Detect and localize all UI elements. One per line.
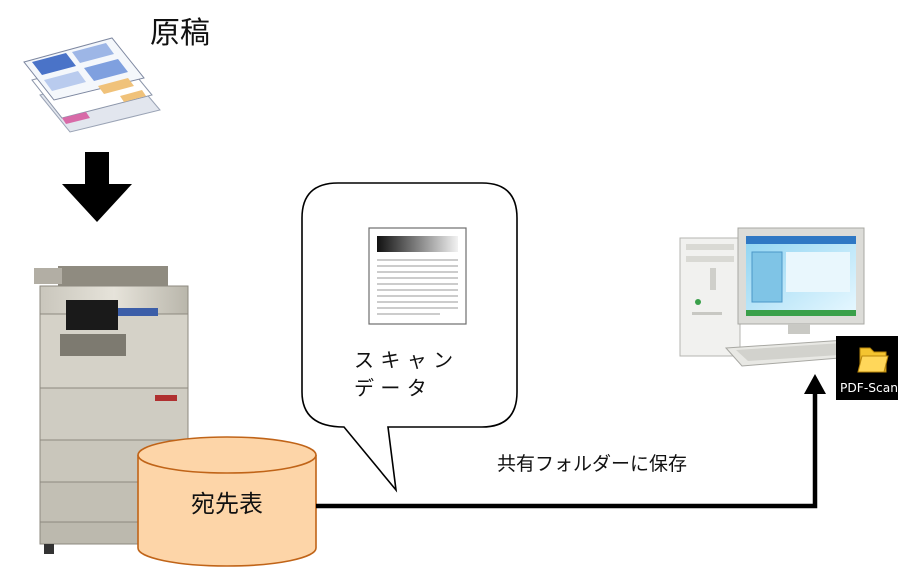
shared-folder-label: PDF-Scan — [840, 381, 898, 395]
save-to-shared-folder-label: 共有フォルダーに保存 — [497, 453, 687, 475]
original-label: 原稿 — [150, 16, 210, 51]
destination-table-cylinder — [137, 436, 317, 567]
up-arrow-icon — [804, 374, 826, 394]
save-connection-line — [316, 392, 818, 509]
scan-data-label-line2: デ ー タ — [354, 376, 427, 400]
original-document-icon — [23, 37, 161, 133]
desktop-pc-icon — [679, 227, 866, 367]
scan-data-label-line1: ス キ ャ ン — [354, 348, 453, 372]
destination-table-label: 宛先表 — [191, 490, 263, 518]
folder-icon — [857, 347, 889, 373]
scan-data-document-icon — [368, 227, 467, 325]
down-arrow-icon — [62, 152, 132, 222]
